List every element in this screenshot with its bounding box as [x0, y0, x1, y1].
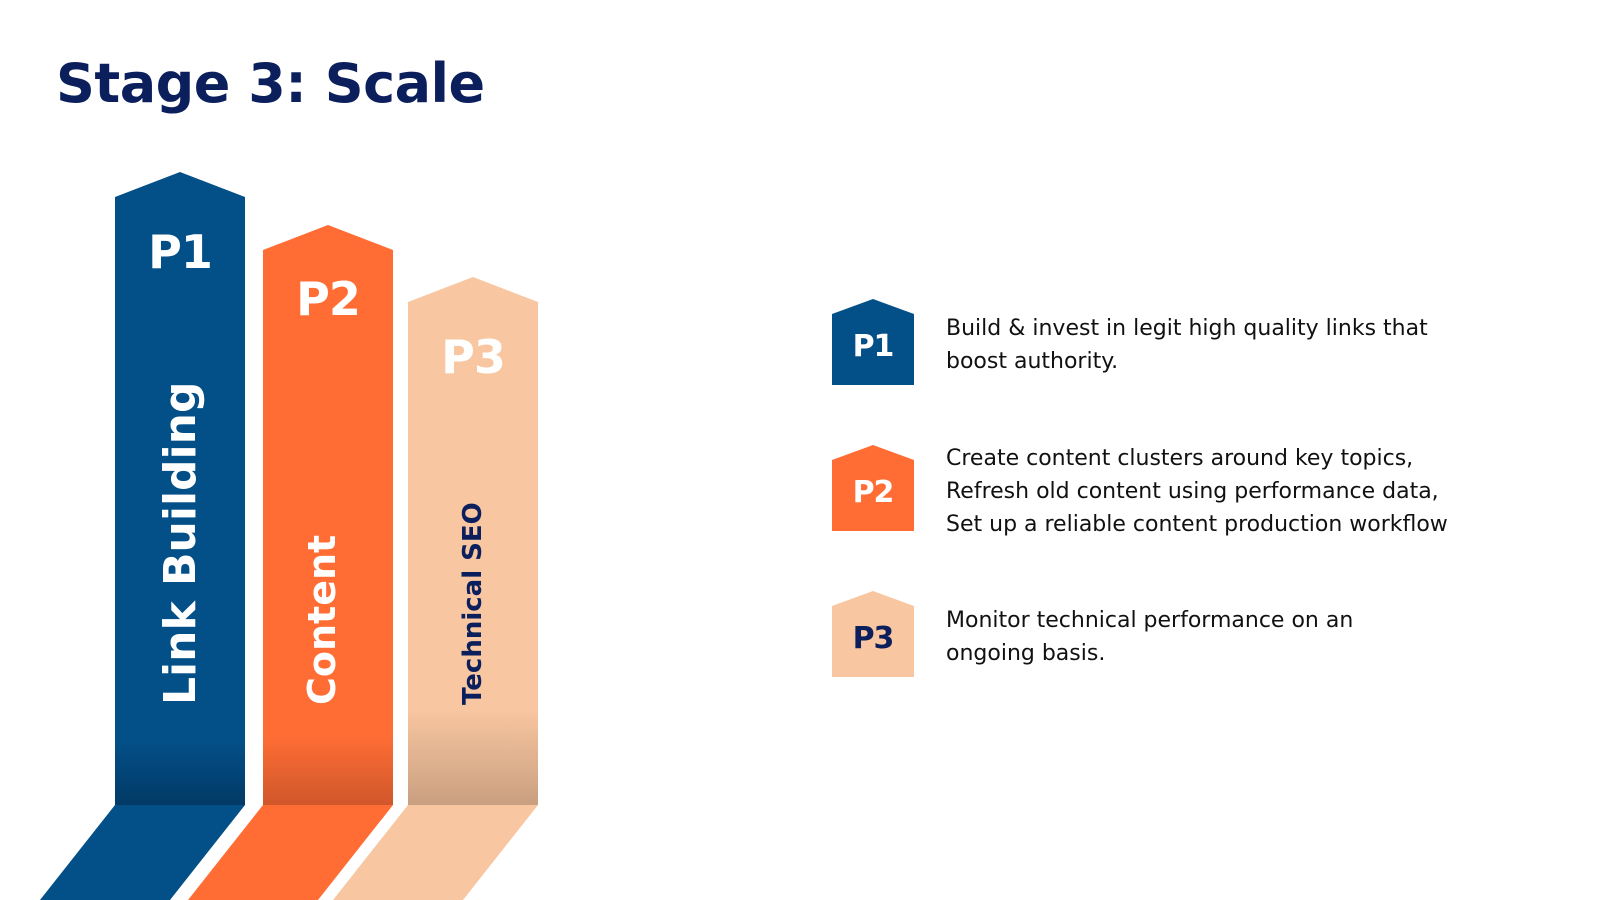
description-line: Build & invest in legit high quality lin…	[946, 316, 1428, 341]
pillar-1-label: Link Building	[155, 381, 206, 705]
badge-label: P3	[852, 621, 895, 656]
badge-p1: P1	[832, 299, 914, 385]
description-line: Create content clusters around key topic…	[946, 446, 1414, 471]
legend-description: Create content clusters around key topic…	[946, 442, 1448, 541]
legend-item-p3: P3 Monitor technical performance on an o…	[832, 591, 1532, 681]
pillar-3-label: Technical SEO	[458, 502, 488, 705]
pillar-3-priority: P3	[441, 330, 506, 384]
legend-description: Build & invest in legit high quality lin…	[946, 312, 1428, 378]
pillar-2-priority: P2	[296, 272, 361, 326]
pillar-1-shape	[115, 172, 245, 805]
description-line: boost authority.	[946, 349, 1119, 374]
pillar-1-priority: P1	[148, 225, 213, 279]
legend-item-p1: P1 Build & invest in legit high quality …	[832, 299, 1532, 389]
pillar-3-shape	[408, 277, 538, 805]
legend-description: Monitor technical performance on an ongo…	[946, 604, 1353, 670]
badge-p2: P2	[832, 445, 914, 531]
badge-label: P2	[852, 475, 895, 510]
description-line: Set up a reliable content production wor…	[946, 512, 1448, 537]
description-line: Refresh old content using performance da…	[946, 479, 1439, 504]
pillar-2-shape	[263, 225, 393, 805]
badge-p3: P3	[832, 591, 914, 677]
page-title: Stage 3: Scale	[56, 52, 485, 115]
legend-item-p2: P2 Create content clusters around key to…	[832, 445, 1532, 537]
pillar-3-floor	[333, 805, 538, 900]
badge-label: P1	[852, 329, 895, 364]
pillar-2-floor	[188, 805, 393, 900]
pillar-2-label: Content	[300, 534, 344, 705]
description-line: ongoing basis.	[946, 641, 1106, 666]
description-line: Monitor technical performance on an	[946, 608, 1354, 633]
pillar-1-floor	[40, 805, 245, 900]
